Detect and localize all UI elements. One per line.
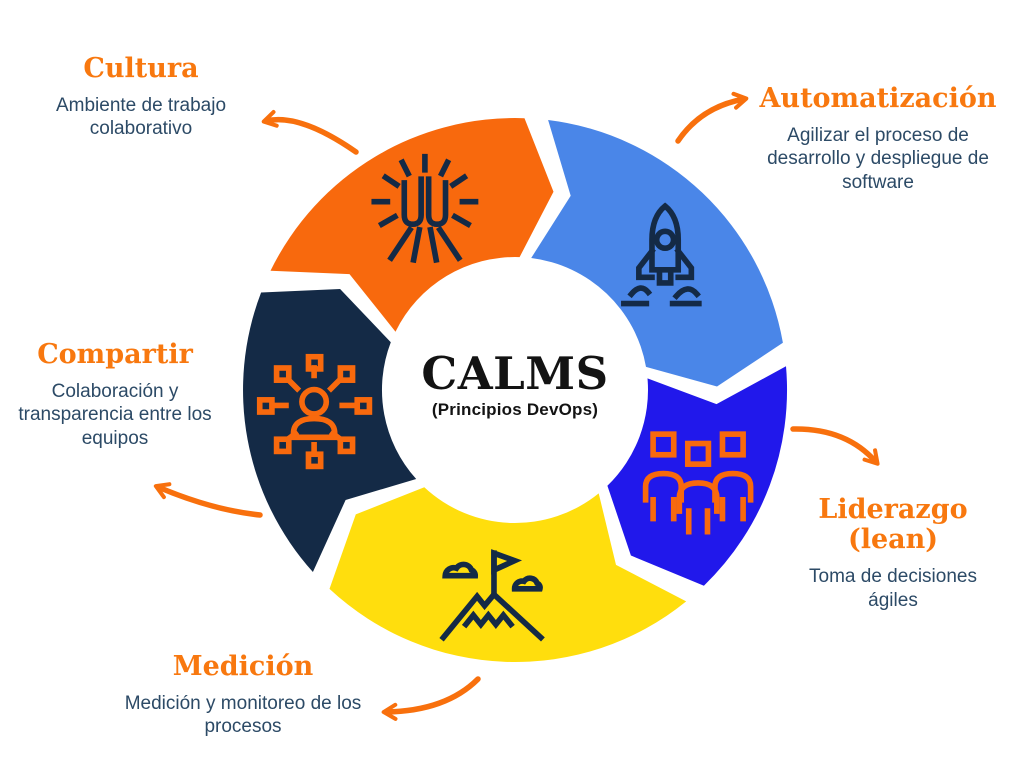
arrow-liderazgo (790, 426, 880, 466)
label-automatizacion: Automatización Agilizar el proceso de de… (748, 83, 1008, 194)
cultura-heading: Cultura (83, 53, 199, 84)
wheel-segments (243, 118, 788, 663)
arrow-medicion (381, 676, 481, 721)
label-cultura: Cultura Ambiente de trabajo colaborativo (25, 53, 257, 141)
arrow-cultura (261, 110, 359, 155)
automatizacion-description: Agilizar el proceso de desarrollo y desp… (767, 125, 989, 193)
liderazgo-description: Toma de decisiones ágiles (809, 566, 977, 611)
arrow-automatizacion (675, 91, 749, 144)
automatizacion-heading: Automatización (759, 83, 997, 114)
segment-medicion (329, 487, 687, 663)
cultura-description: Ambiente de trabajo colaborativo (55, 95, 227, 140)
calms-title: CALMS (421, 347, 609, 400)
calms-subtitle: (Principios DevOps) (431, 400, 599, 420)
liderazgo-heading-lean: (lean) (847, 524, 939, 556)
arrow-compartir (153, 482, 263, 518)
compartir-heading: Compartir (37, 339, 193, 370)
segment-automatizacion (531, 120, 783, 387)
segment-liderazgo (607, 366, 788, 586)
medicion-description: Medición y monitoreo de los procesos (124, 693, 362, 738)
label-compartir: Compartir Colaboración y transparencia e… (5, 339, 225, 450)
label-liderazgo: Liderazgo (lean) Toma de decisiones ágil… (783, 494, 1003, 612)
label-medicion: Medición Medición y monitoreo de los pro… (123, 651, 363, 739)
center-title: CALMS (Principios DevOps) (390, 350, 640, 420)
compartir-description: Colaboración y transparencia entre los e… (18, 381, 212, 449)
segment-compartir (243, 289, 417, 572)
medicion-heading: Medición (172, 651, 314, 682)
liderazgo-heading: Liderazgo (818, 494, 968, 525)
